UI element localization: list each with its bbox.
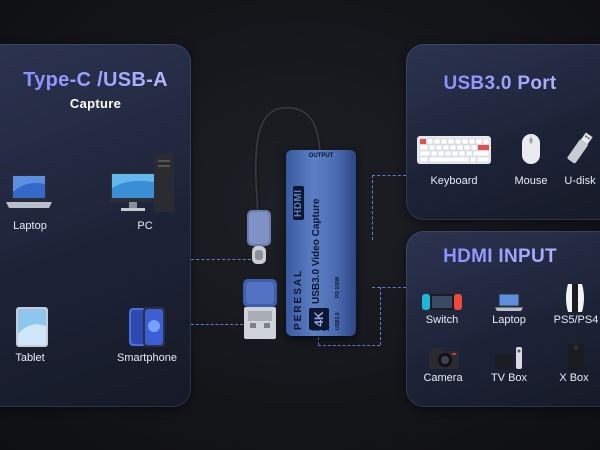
type-c-connection-line (191, 259, 251, 260)
usb-port-line-top (372, 175, 406, 176)
hdmi-line-stub (318, 332, 319, 345)
usb-port-label: USB3.0 (335, 312, 341, 330)
device-label: U-disk (564, 175, 596, 187)
panel-title: HDMI INPUT (406, 246, 594, 268)
camera-icon (428, 346, 460, 375)
hdmi-line-top (372, 287, 406, 288)
capture-card: OUTPUT INPUT HDMI PERESAL 4K USB3.0 Vide… (286, 150, 356, 336)
device-label: PC (137, 220, 153, 232)
hdmi-input-panel: HDMI INPUT (406, 231, 600, 407)
brand-label: PERESAL (293, 268, 304, 330)
laptop-icon (494, 292, 524, 317)
hdmi-line-vertical (380, 287, 381, 345)
ps5-console-icon (562, 283, 588, 318)
smartphone-icon (128, 306, 168, 353)
laptop-icon (4, 172, 54, 219)
desktop-pc-icon (108, 152, 178, 219)
xbox-console-icon (566, 343, 586, 376)
usb-a-connection-line (191, 324, 243, 325)
device-label: PS5/PS4 (553, 314, 599, 326)
usb-port-panel: USB3.0 Port (406, 44, 600, 220)
device-label: X Box (559, 372, 589, 384)
mouse-icon (520, 133, 542, 170)
device-label: Camera (423, 372, 463, 384)
usb-port-line-vertical (372, 175, 373, 240)
hdmi-logo: HDMI (293, 186, 304, 220)
usb-c-plug (246, 210, 272, 271)
device-label: Keyboard (430, 175, 478, 187)
device-label: Smartphone (117, 352, 177, 364)
game-console-switch-icon (422, 292, 462, 317)
resolution-badge: 4K (309, 308, 329, 330)
device-label: Laptop (13, 220, 47, 232)
device-label: TV Box (490, 372, 528, 384)
usb-flash-drive-icon (566, 130, 594, 171)
usb-a-plug (240, 279, 280, 346)
panel-title: Type-C /USB-A (0, 69, 191, 92)
device-label: Laptop (492, 314, 526, 326)
keyboard-icon (416, 134, 492, 171)
hdmi-line-bottom (318, 345, 380, 346)
panel-subtitle: Capture (69, 96, 122, 111)
device-label: Mouse (514, 175, 548, 187)
output-port-label: OUTPUT (308, 153, 334, 159)
tablet-icon (14, 306, 50, 353)
device-label: Tablet (15, 352, 45, 364)
product-name: USB3.0 Video Capture (311, 198, 322, 304)
device-label: Switch (425, 314, 459, 326)
pd-port-label: PD 100W (335, 276, 341, 298)
tv-box-icon (494, 346, 524, 375)
input-port-label: INPUT (312, 327, 330, 333)
panel-title: USB3.0 Port (406, 73, 594, 95)
